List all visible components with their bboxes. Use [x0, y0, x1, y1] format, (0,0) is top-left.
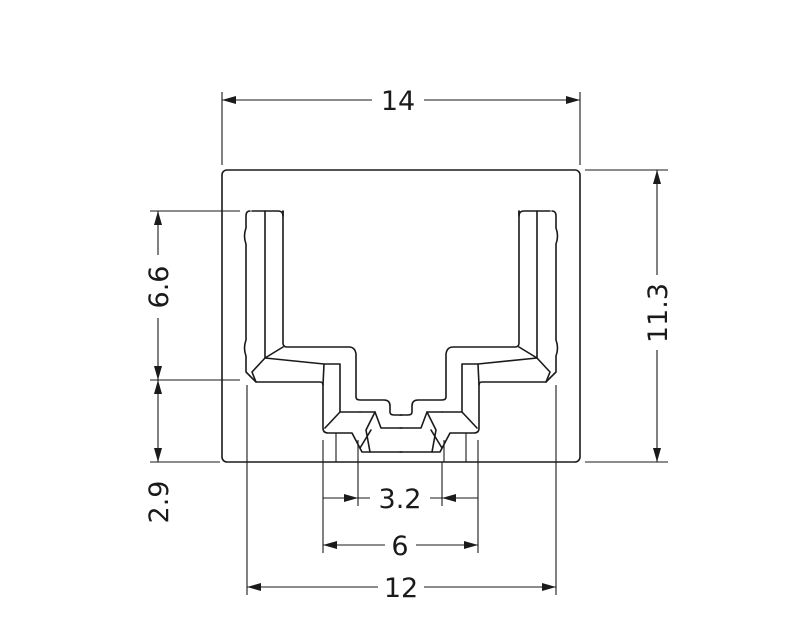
dim-slot-width: 3.2 [379, 484, 422, 515]
dim-profile-width: 12 [384, 573, 418, 604]
extension-lines [150, 92, 668, 595]
dimension-lines [157, 99, 658, 588]
housing-outline [221, 169, 581, 463]
dim-overall-width: 14 [381, 86, 415, 117]
dim-overall-height: 11.3 [643, 283, 674, 343]
dim-step-width: 6 [391, 531, 408, 562]
dim-wall-height: 6.6 [144, 266, 175, 309]
profile-section [243, 210, 559, 463]
dim-base-height: 2.9 [144, 481, 175, 524]
